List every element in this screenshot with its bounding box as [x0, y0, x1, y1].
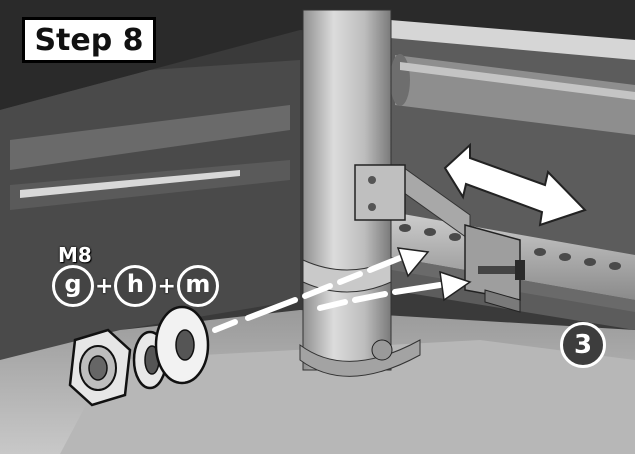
bed-rib-highlight: [20, 170, 240, 198]
callout-number-badge: 3: [560, 322, 606, 368]
fastener-size: M8: [58, 243, 92, 267]
top-roll-end: [390, 54, 410, 106]
post-base: [299, 339, 421, 377]
bracket-hole-top: [368, 176, 376, 184]
part-m-badge: m: [176, 265, 219, 307]
rail-slots: [399, 224, 621, 270]
part-h-badge: h: [114, 265, 157, 307]
bracket-hole-bottom: [368, 203, 376, 211]
bracket-plate: [354, 164, 406, 221]
flat-washer-icon: [154, 305, 210, 385]
base-bolt-head: [371, 339, 393, 361]
plus-sign: +: [157, 273, 176, 299]
nut-icon: [68, 328, 132, 407]
bed-rib-1: [10, 105, 290, 170]
step-label: Step 8: [22, 17, 156, 63]
dashed-arrow-icon: [212, 247, 472, 333]
bolt-icon: [478, 260, 525, 280]
fastener-parts: g + h + m: [52, 265, 219, 307]
plus-sign: +: [95, 273, 114, 299]
part-g-badge: g: [52, 265, 94, 307]
upper-rail: [390, 20, 635, 60]
double-arrow-icon: [443, 142, 587, 227]
top-roll-highlight: [400, 62, 635, 100]
clamp-flange: [484, 289, 521, 313]
